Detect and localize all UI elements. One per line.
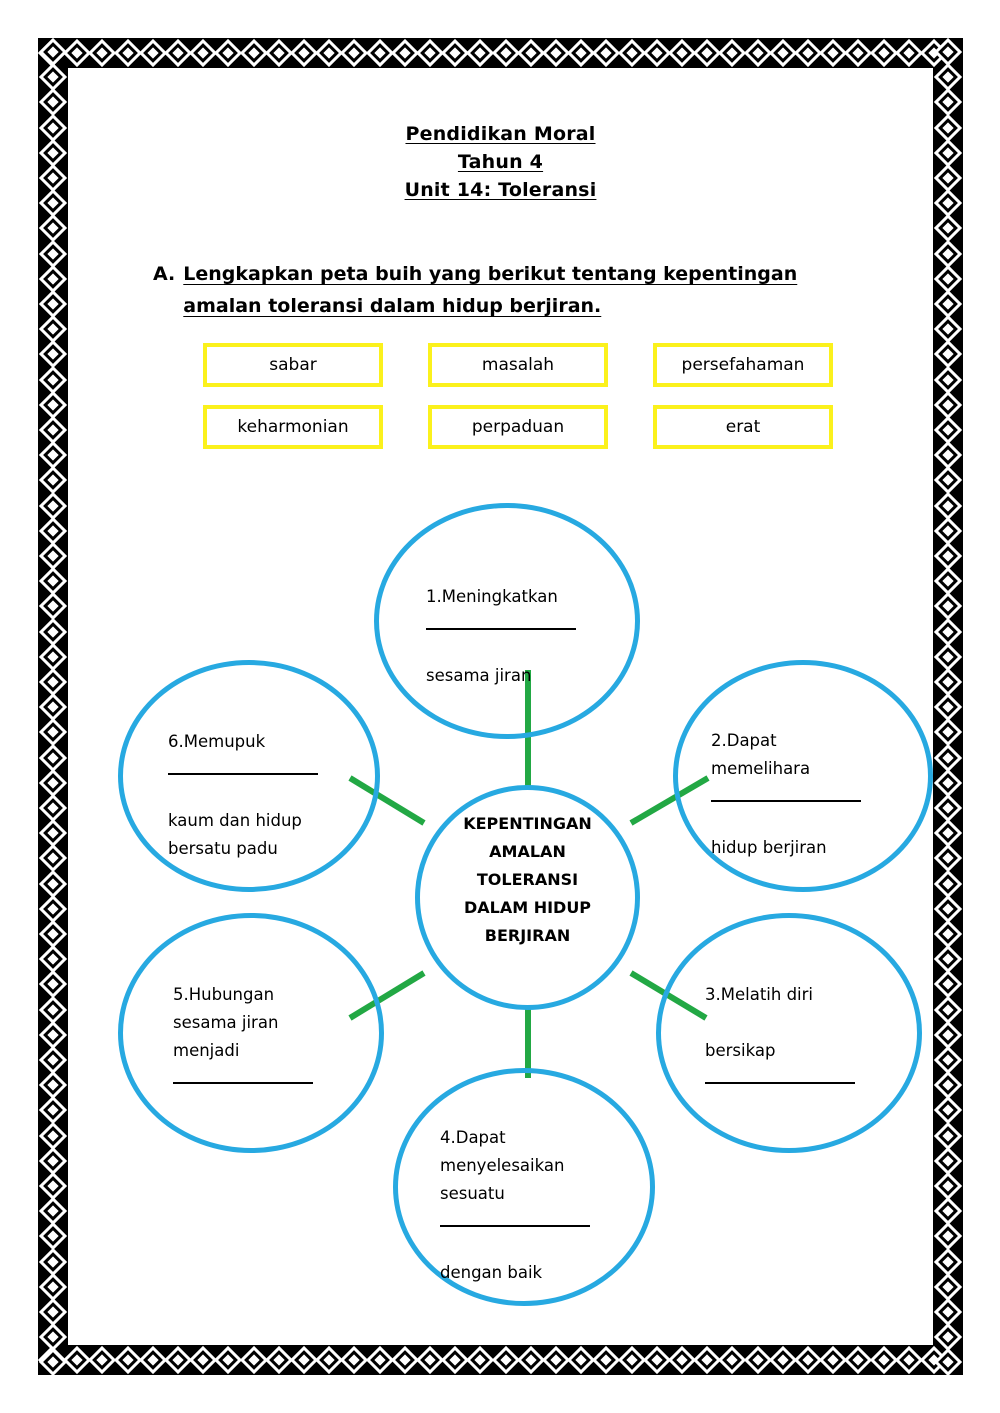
word-chip-label: perpaduan	[471, 417, 565, 437]
bubble-2-content: 2.Dapat memelihara hidup berjiran	[711, 699, 896, 862]
worksheet-content: Pendidikan Moral Tahun 4 Unit 14: Tolera…	[68, 68, 933, 1345]
bubble-5-text-before: 5.Hubungan sesama jiran menjadi	[173, 985, 279, 1060]
bubble-4-answer-blank[interactable]	[440, 1210, 590, 1227]
bubble-1-text-before: 1.Meningkatkan	[426, 587, 558, 606]
instruction-block: A. Lengkapkan peta buih yang berikut ten…	[153, 258, 833, 322]
title-text-3: Unit 14: Toleransi	[404, 179, 597, 201]
word-chip-perpaduan[interactable]: perpaduan	[428, 405, 608, 449]
word-chip-label: keharmonian	[237, 417, 349, 437]
word-chip-erat[interactable]: erat	[653, 405, 833, 449]
title-line-3: Unit 14: Toleransi	[68, 176, 933, 204]
word-chip-label: erat	[725, 417, 761, 437]
bubble-4-text-before: 4.Dapat menyelesaikan sesuatu	[440, 1128, 565, 1203]
word-bank: sabar masalah persefahaman keharmonian p…	[203, 343, 833, 467]
bubble-1-content: 1.Meningkatkan sesama jiran	[426, 555, 611, 690]
bubble-4-text-after: dengan baik	[440, 1263, 543, 1282]
word-chip-label: persefahaman	[681, 355, 805, 375]
word-bank-cell: persefahaman	[653, 343, 833, 387]
title-text-2: Tahun 4	[457, 151, 544, 173]
bubble-2	[673, 660, 933, 892]
word-chip-label: masalah	[481, 355, 555, 375]
word-chip-label: sabar	[269, 355, 317, 375]
bubble-4	[393, 1068, 655, 1306]
word-chip-keharmonian[interactable]: keharmonian	[203, 405, 383, 449]
bubble-5-content: 5.Hubungan sesama jiran menjadi	[173, 953, 358, 1144]
word-chip-persefahaman[interactable]: persefahaman	[653, 343, 833, 387]
bubble-2-answer-blank[interactable]	[711, 785, 861, 802]
bubble-center-label: KEPENTINGAN AMALAN TOLERANSI DALAM HIDUP…	[463, 814, 592, 945]
bubble-1-text-after: sesama jiran	[426, 666, 532, 685]
bubble-6	[118, 660, 380, 892]
bubble-5-answer-blank[interactable]	[173, 1067, 313, 1084]
word-bank-row: keharmonian perpaduan erat	[203, 405, 833, 449]
bubble-6-answer-blank[interactable]	[168, 758, 318, 775]
bubble-5	[118, 913, 384, 1153]
title-text-1: Pendidikan Moral	[405, 123, 596, 145]
word-bank-cell: masalah	[428, 343, 608, 387]
page-title: Pendidikan Moral Tahun 4 Unit 14: Tolera…	[68, 120, 933, 204]
bubble-6-content: 6.Memupuk kaum dan hidup bersatu padu	[168, 700, 358, 863]
instruction-text: Lengkapkan peta buih yang berikut tentan…	[183, 263, 798, 317]
bubble-6-text-before: 6.Memupuk	[168, 732, 266, 751]
bubble-1	[374, 503, 640, 739]
bubble-3	[656, 913, 922, 1153]
bubble-2-text-after: hidup berjiran	[711, 838, 827, 857]
bubble-4-content: 4.Dapat menyelesaikan sesuatu dengan bai…	[440, 1096, 635, 1287]
bubble-center	[415, 785, 640, 1010]
word-bank-cell: perpaduan	[428, 405, 608, 449]
bubble-2-text-before: 2.Dapat memelihara	[711, 731, 811, 778]
word-chip-sabar[interactable]: sabar	[203, 343, 383, 387]
word-chip-masalah[interactable]: masalah	[428, 343, 608, 387]
bubble-3-answer-blank[interactable]	[705, 1067, 855, 1084]
bubble-map: KEPENTINGAN AMALAN TOLERANSI DALAM HIDUP…	[68, 68, 933, 1345]
word-bank-cell: keharmonian	[203, 405, 383, 449]
bubble-1-answer-blank[interactable]	[426, 613, 576, 630]
bubble-3-content: 3.Melatih diri bersikap	[705, 953, 900, 1144]
bubble-3-text-before: 3.Melatih diri bersikap	[705, 985, 814, 1060]
bubble-6-text-after: kaum dan hidup bersatu padu	[168, 811, 302, 858]
title-line-1: Pendidikan Moral	[68, 120, 933, 148]
word-bank-cell: sabar	[203, 343, 383, 387]
word-bank-row: sabar masalah persefahaman	[203, 343, 833, 387]
instruction-letter: A.	[153, 263, 176, 285]
word-bank-cell: erat	[653, 405, 833, 449]
title-line-2: Tahun 4	[68, 148, 933, 176]
